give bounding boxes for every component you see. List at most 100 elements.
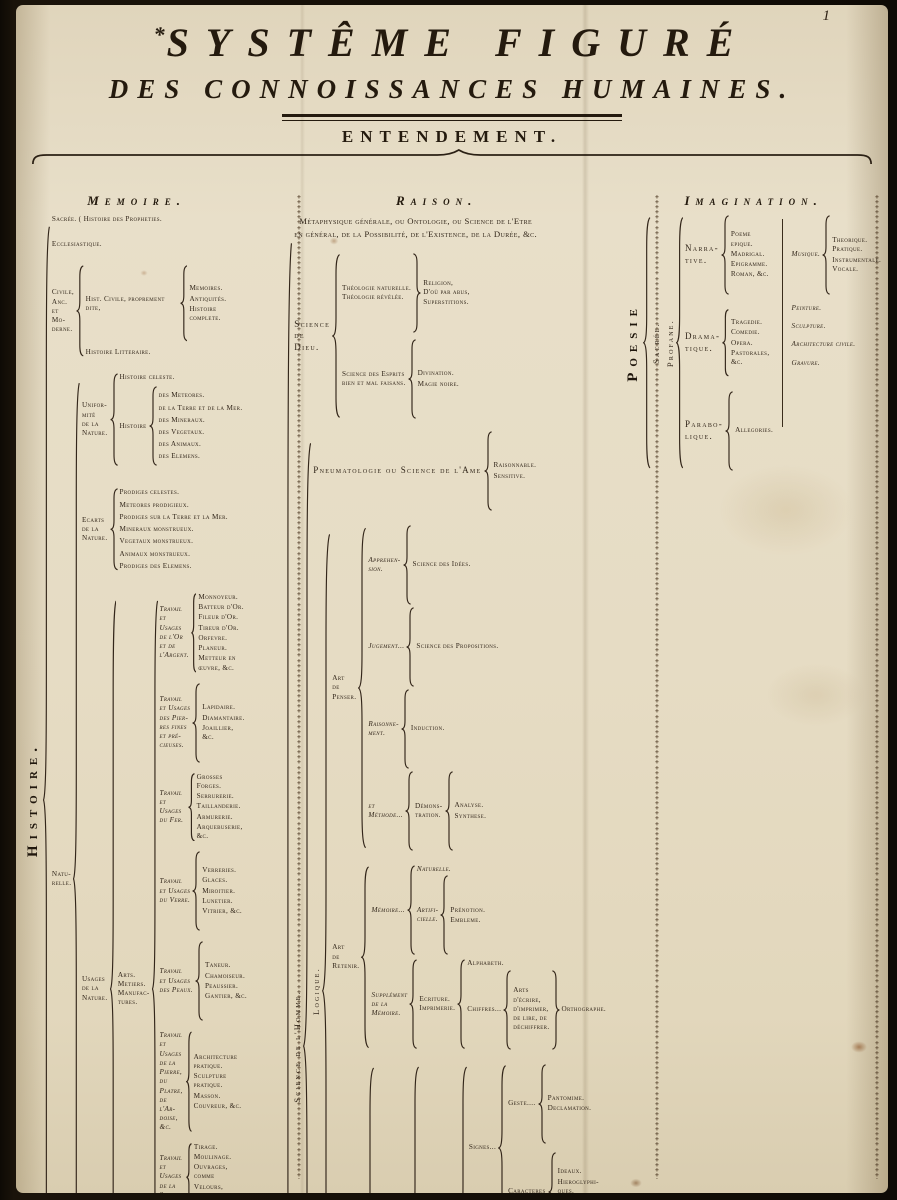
brace-icon <box>332 253 340 419</box>
tree-node: Drama- tique.Tragedie.Comedie.Opera.Past… <box>683 309 777 377</box>
tree-node: Travail et Usages des Pier- res fines et… <box>158 683 250 763</box>
tree-node: Travail et Usages de l'Or et de l'Argent… <box>158 593 250 673</box>
page-title: *SYSTÊME FIGURÉ <box>16 19 888 66</box>
node-label: Travail et Usages du Verre. <box>159 877 191 904</box>
tree-node: Sensitive. <box>492 472 539 481</box>
node-children: Lapidaire.Diamantaire.Joaillier, &c. <box>200 703 249 742</box>
tree-node: Science des Idées. <box>411 560 473 569</box>
tree-node: Meteores prodigieux. <box>118 501 230 510</box>
node-label: Couvreur, &c. <box>193 1101 242 1110</box>
tree-node: des Vegetaux. <box>157 428 245 437</box>
brace-icon <box>110 373 118 466</box>
tree-node: des Meteores. <box>157 391 245 400</box>
node-label: Drama- tique. <box>684 331 721 353</box>
tree-node: Grosses Forges. <box>195 773 250 791</box>
node-children: Mémoire...Naturelle.Artifi- cielle.Préno… <box>369 865 608 1049</box>
page-title-text: SYSTÊME FIGURÉ <box>166 20 751 65</box>
node-label: Memoires. <box>189 284 223 293</box>
node-label: Art de Retenir. <box>332 943 360 970</box>
tree-node: Unifor- mité de la Nature.Histoire celes… <box>80 373 249 466</box>
tree-node: Signes...Geste....Pantomime.Declamation.… <box>467 1064 601 1193</box>
node-label: Prodiges sur la Terre et la Mer. <box>119 512 228 521</box>
node-children: Pantomime.Declamation. <box>546 1094 594 1113</box>
node-label: Histoire. <box>25 742 41 858</box>
node-label: Sculpture pratique. <box>193 1072 227 1090</box>
tree-node: Religion, D'où par abus, Superstitions. <box>421 279 472 307</box>
node-label: Theorique. Pratique. <box>832 236 868 254</box>
tree-node: Natu- relle.Unifor- mité de la Nature.Hi… <box>50 373 249 1193</box>
node-label: Vegetaux monstrueux. <box>119 537 194 546</box>
tree-node: Embleme. <box>448 916 487 925</box>
node-label: Profane. <box>664 318 675 367</box>
node-label: Arquebuserie, &c. <box>196 822 243 841</box>
tree-node: Monnoyeur. <box>196 593 249 602</box>
node-label: Art de Penser. <box>332 674 357 701</box>
node-label: Fileur d'Or. <box>198 613 239 622</box>
tree-node: Science des Esprits bien et mal faisans.… <box>340 339 472 419</box>
tree-node: des Animaux. <box>157 440 245 449</box>
tree-node: Ecarts de la Nature.Prodiges celestes.Me… <box>80 488 249 571</box>
node-label: Pastorales, &c. <box>731 348 770 367</box>
node-children: GrammaireSignes...Geste....Pantomime.Dec… <box>419 1064 601 1193</box>
tree-node: Musique.Theorique. Pratique.Instrumental… <box>790 215 884 368</box>
column-memoire: Memoire. Histoire.Sacrée. ( Histoire des… <box>24 193 249 1193</box>
node-label: de la Terre et de la Mer. <box>158 403 243 412</box>
tree-node: Allegories. <box>733 426 775 435</box>
tree-node: Peinture. <box>790 304 884 313</box>
brace-icon <box>503 970 511 1050</box>
tree-node: Pastorales, &c. <box>729 349 777 367</box>
node-label: Armurerie. <box>196 812 233 821</box>
tree-node: Histoire complete. <box>187 305 249 323</box>
node-label: Synthese. <box>454 811 487 820</box>
tree-node: Science de Dieu.Théologie naturelle. Thé… <box>292 253 608 419</box>
tree-node: Architecture pratique. <box>192 1053 250 1071</box>
node-label: Travail et Usages des Pier- res fines et… <box>159 695 191 750</box>
brace-icon <box>459 1064 467 1193</box>
node-children: Narra- tive.Poeme epique.Madrigal.Epigra… <box>683 215 777 471</box>
node-children: Unifor- mité de la Nature.Histoire celes… <box>80 373 249 1193</box>
column-heading-memoire: Memoire. <box>87 193 187 208</box>
node-label: Prodiges des Elemens. <box>119 561 192 570</box>
raison-tree: Philosophie.Métaphysique générale, ou On… <box>265 215 608 1193</box>
node-label: Magie noire. <box>417 379 459 388</box>
node-children: Taneur.Chamoiseur.Peaussier.Gantier, &c. <box>203 961 249 1001</box>
tree-node: Poeme epique. <box>729 230 771 248</box>
node-label: Vitrier, &c. <box>202 907 243 916</box>
node-label: Science de Dieu. <box>294 318 331 352</box>
asterisk-mark: * <box>153 22 167 47</box>
tree-node: Ecriture. Imprimerie.Alphabeth.Chiffres.… <box>417 959 608 1049</box>
tree-node: Prénotion. <box>448 906 487 915</box>
columns: Memoire. Histoire.Sacrée. ( Histoire des… <box>24 193 881 1193</box>
tree-node: Velours, <box>192 1183 249 1192</box>
node-label: des Elemens. <box>158 452 201 461</box>
node-children: Arts d'écrire, d'imprimer, de lire, de d… <box>511 970 608 1050</box>
brace-icon <box>366 1064 374 1193</box>
node-label: Signes... <box>468 1142 497 1151</box>
tree-node: Lunetier. <box>200 897 244 906</box>
tree-node: Prodiges des Elemens. <box>118 562 230 571</box>
node-label: Parabo- lique. <box>684 418 724 441</box>
tree-node: Histoire.Sacrée. ( Histoire des Propheti… <box>24 215 249 1193</box>
tree-node: Magie noire. <box>416 380 461 389</box>
brace-icon <box>180 265 188 342</box>
page-number: 1 <box>822 8 831 24</box>
tree-node: Apprehen- sion.Science des Idées. <box>366 525 500 605</box>
tree-node: Tragedie. <box>729 318 777 327</box>
tree-node: Batteur d'Or. <box>196 603 249 612</box>
node-label: Histoire <box>119 421 147 430</box>
node-label: Velours, <box>193 1182 224 1191</box>
node-label: Travail et Usages du Fer. <box>159 788 184 825</box>
node-label: Metteur en œuvre, &c. <box>198 654 236 672</box>
tree-node: Parabo- lique. Allegories. <box>683 391 777 471</box>
node-label: Miroitier. <box>202 886 236 895</box>
brace-icon <box>538 1064 546 1144</box>
tree-node: Orfevre. <box>196 634 249 643</box>
tree-node: Synthese. <box>453 812 489 821</box>
node-children: Métaphysique générale, ou Ontologie, ou … <box>292 215 608 1193</box>
node-label: Chamoiseur. <box>204 971 246 980</box>
node-label: des Meteores. <box>158 391 205 400</box>
node-label: Ideaux. <box>557 1167 582 1176</box>
